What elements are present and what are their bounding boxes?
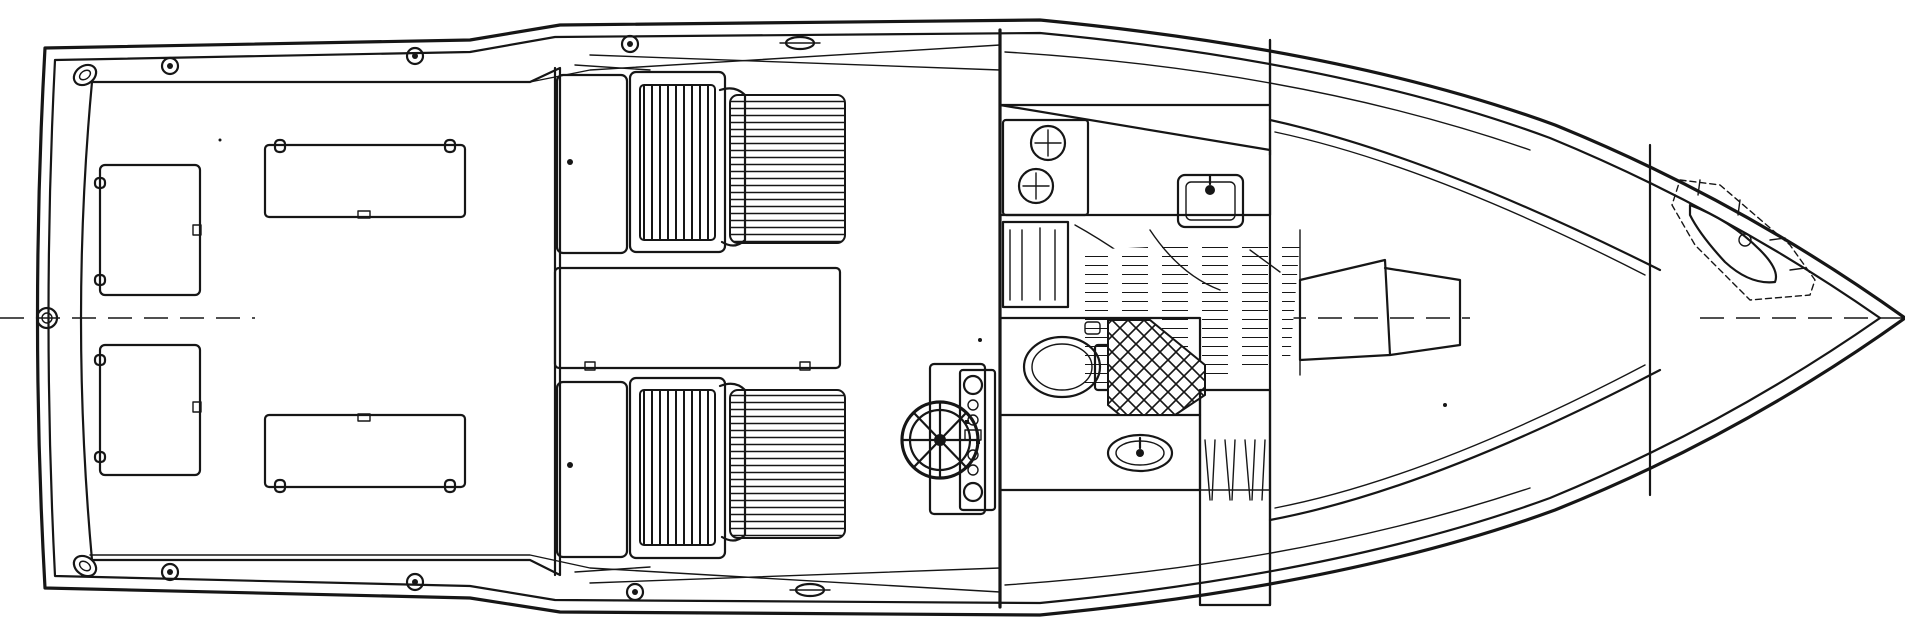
deck-fitting-icons [37,36,643,600]
hull-outline [38,20,1905,615]
v-berth-table [1300,260,1390,360]
galley [1000,105,1270,307]
seat-cushion-slatted [640,85,715,240]
seat-locker [557,382,627,557]
seat-cushion-slatted [640,390,715,545]
engine-hatch [555,268,840,368]
fish-box-hatch [265,140,465,492]
helm-seat-cushion [730,95,845,243]
helm-console [930,364,985,514]
anchor-locker [1672,180,1815,300]
galley-sink [1178,175,1243,227]
helm-station [902,364,995,514]
passenger-seat-cushion [730,390,845,538]
head-sink-icon [1108,435,1172,471]
cockpit [37,36,830,600]
cleat-icon [70,61,100,581]
stern-hatch [95,165,201,475]
galley-stove [1003,120,1088,215]
galley-cabinet [1003,222,1068,307]
v-berth [1270,40,1660,605]
seating-area [555,68,845,575]
stove-burner-icon [1019,126,1065,203]
seat-locker [557,75,627,253]
head-grating [1108,320,1205,415]
detail-marks [218,138,1447,407]
chock-icon [780,37,830,596]
anchor-hatch-outline [1672,180,1815,300]
